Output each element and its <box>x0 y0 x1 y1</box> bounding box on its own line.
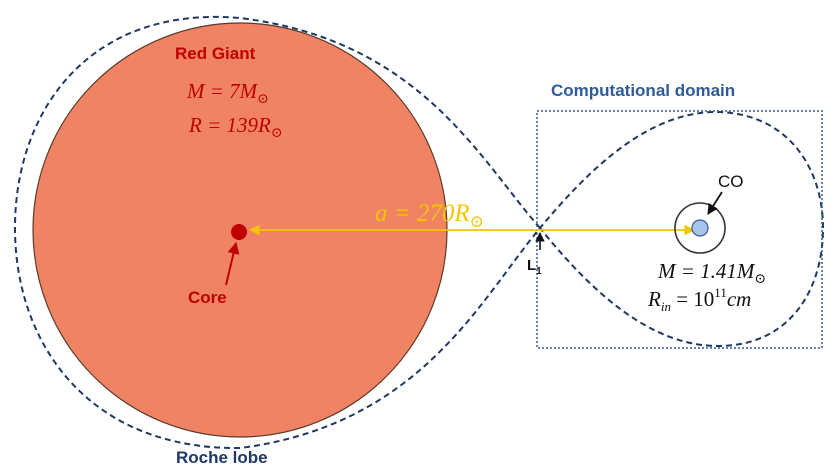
co-arrow <box>707 191 723 215</box>
roche-lobe-outline <box>13 15 825 450</box>
l1-label: L1 <box>527 257 542 277</box>
co-label: CO <box>718 172 744 191</box>
core-arrow <box>225 241 240 286</box>
compact-object <box>691 219 709 237</box>
core-label: Core <box>188 288 227 307</box>
co-outer-ring <box>674 202 726 254</box>
co-mass-label: M = 1.41M⊙ <box>657 259 766 287</box>
core-dot <box>231 224 247 240</box>
computational-domain-label: Computational domain <box>551 81 735 100</box>
red-giant-title: Red Giant <box>175 44 256 63</box>
co-radius-label: Rin = 1011cm <box>647 285 751 314</box>
giant-mass-label: M = 7M⊙ <box>186 79 269 107</box>
separation-label: a = 270R⊙ <box>375 200 484 231</box>
giant-radius-label: R = 139R⊙ <box>188 113 283 141</box>
roche-lobe-label: Roche lobe <box>176 448 268 467</box>
